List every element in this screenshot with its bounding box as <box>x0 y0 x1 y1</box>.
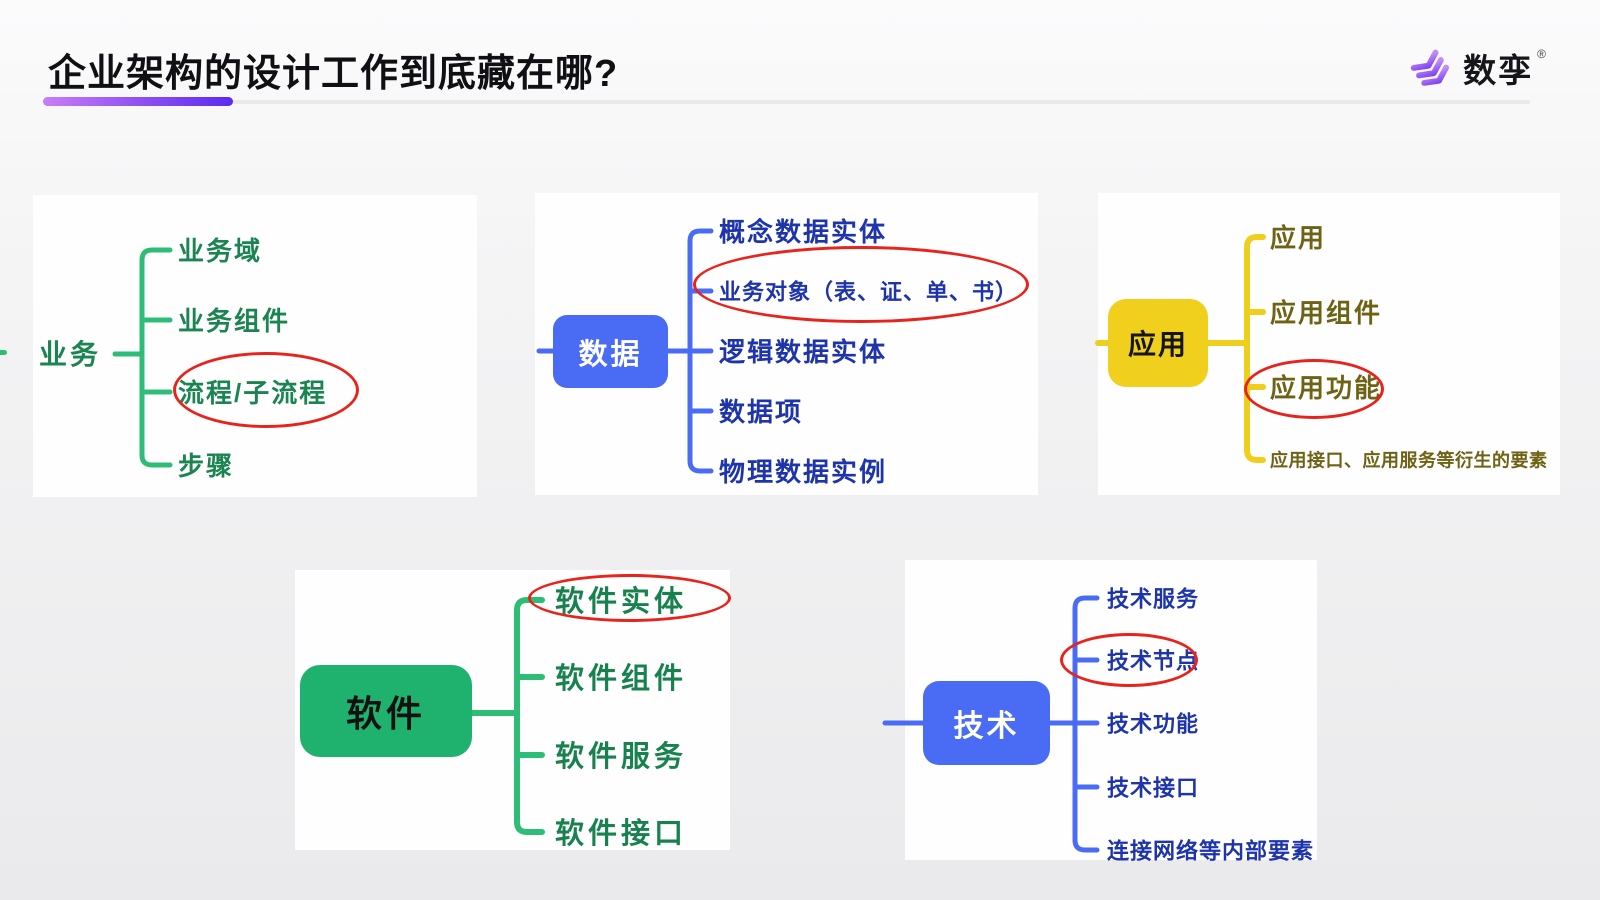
highlight-ellipse <box>693 246 1029 323</box>
branch-label: 应用 <box>1270 222 1327 253</box>
branch-label: 步骤 <box>178 450 235 481</box>
mindmap-card-business: 业务 业务域 业务组件 流程/子流程 步骤 <box>33 195 477 497</box>
root-node-software: 软件 <box>300 665 472 757</box>
registered-mark: ® <box>1537 46 1546 61</box>
branch-label: 软件接口 <box>555 818 688 851</box>
branch-label: 应用组件 <box>1270 297 1383 328</box>
branch-label: 技术服务 <box>1107 586 1200 612</box>
layers-stack-icon <box>1403 40 1453 95</box>
mindmap-card-technology: 技术 技术服务 技术节点 技术功能 技术接口 连接网络等内部要素 <box>882 560 1317 863</box>
branch-label: 业务组件 <box>178 305 291 336</box>
highlight-ellipse <box>1060 633 1198 687</box>
branch-label: 数据项 <box>719 396 804 427</box>
branch-label: 连接网络等内部要素 <box>1107 838 1315 864</box>
branch-label: 应用接口、应用服务等衍生的要素 <box>1270 450 1548 471</box>
connector-lines <box>112 247 173 468</box>
connector-lines <box>392 597 545 835</box>
highlight-ellipse <box>528 574 731 622</box>
page-title: 企业架构的设计工作到底藏在哪? <box>48 53 619 95</box>
title-rule-accent <box>43 97 233 106</box>
title-rule <box>43 100 1530 104</box>
branch-label: 业务域 <box>178 235 263 266</box>
branch-label: 技术接口 <box>1107 775 1200 801</box>
root-node-technology: 技术 <box>923 681 1050 765</box>
branch-label: 概念数据实体 <box>719 216 888 247</box>
root-node-application: 应用 <box>1108 299 1208 387</box>
branch-label: 软件服务 <box>555 741 688 774</box>
root-node-data: 数据 <box>553 315 668 388</box>
highlight-ellipse <box>173 352 359 428</box>
mindmap-card-application: 应用 应用 应用组件 应用功能 应用接口、应用服务等衍生的要素 <box>1095 193 1560 495</box>
branch-label: 软件组件 <box>555 663 688 696</box>
branch-label: 技术功能 <box>1107 711 1200 737</box>
mindmap-card-data: 数据 概念数据实体 业务对象（表、证、单、书） 逻辑数据实体 数据项 物理数据实… <box>535 193 1038 495</box>
brand-logo: 数孪 ® <box>1403 40 1552 95</box>
branch-label: 物理数据实例 <box>719 456 888 487</box>
cropped-connector-stub <box>0 350 7 355</box>
brand-name: 数孪 <box>1463 51 1534 89</box>
mindmap-card-software: 软件 软件实体 软件组件 软件服务 软件接口 <box>295 570 731 851</box>
highlight-ellipse <box>1244 359 1384 419</box>
branch-label: 逻辑数据实体 <box>719 336 888 367</box>
root-node-business: 业务 <box>39 339 102 371</box>
